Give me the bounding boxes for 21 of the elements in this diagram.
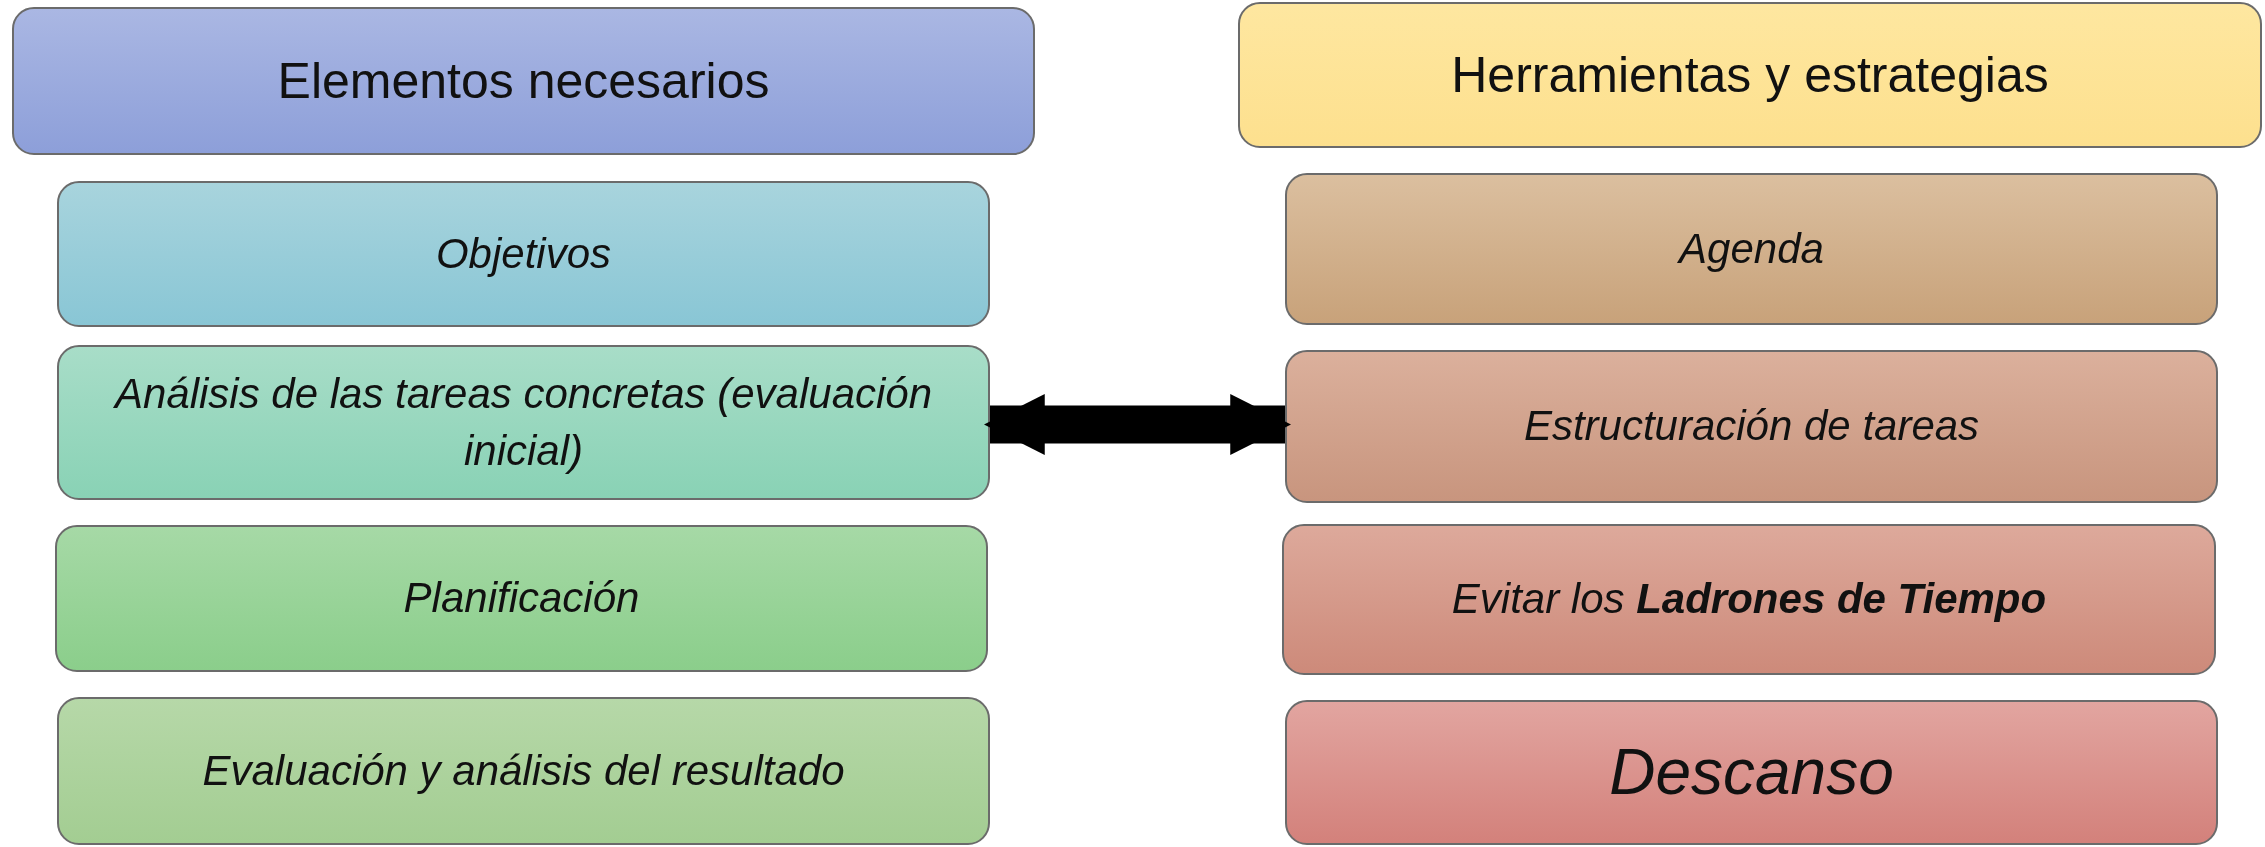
process-box	[55, 525, 988, 672]
header-text: Herramientas y estrategias	[1451, 46, 2049, 104]
process-box	[1282, 524, 2216, 675]
box-text: Estructuración de tareas	[1523, 401, 1980, 452]
box-text: Evitar los Ladrones de Tiempo	[1451, 574, 2047, 625]
box-text: Agenda	[1679, 223, 1824, 274]
process-box	[1285, 700, 2218, 845]
box-text: Descanso	[1609, 735, 1894, 811]
header-box	[12, 7, 1035, 155]
process-box	[57, 181, 990, 327]
box-text: Evaluación y análisis del resultado	[202, 745, 845, 796]
header-text: Elementos necesarios	[277, 52, 770, 110]
process-box	[57, 697, 990, 845]
process-box	[57, 345, 990, 500]
box-text: Análisis de las tareas concretas (evaluación inicial)	[112, 368, 934, 476]
double-arrow	[983, 394, 1292, 455]
box-text: Planificación	[403, 573, 640, 624]
header-box	[1238, 2, 2262, 148]
process-box	[1285, 350, 2218, 503]
process-box	[1285, 173, 2218, 325]
box-text: Objetivos	[435, 228, 612, 279]
